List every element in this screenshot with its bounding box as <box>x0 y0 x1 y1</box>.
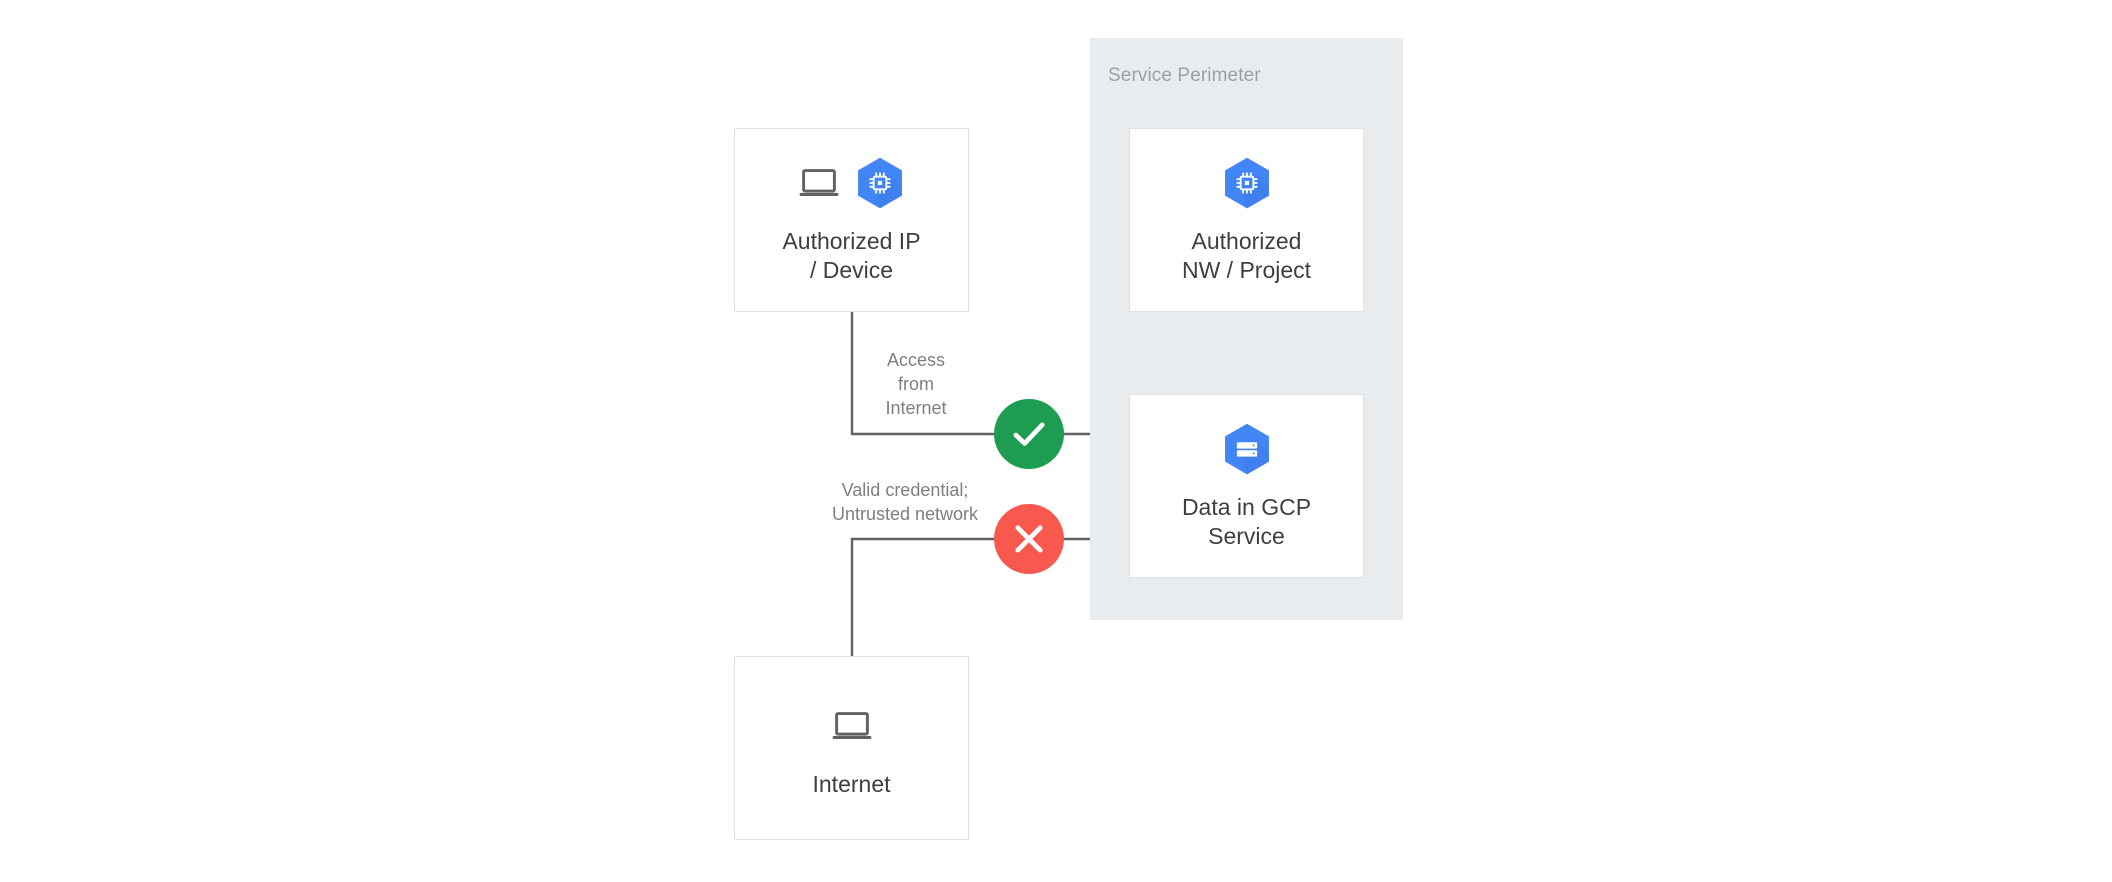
laptop-icon <box>830 704 874 748</box>
node-icon-group <box>1220 155 1274 211</box>
node-icon-group <box>830 698 874 754</box>
node-label: Internet <box>812 770 891 797</box>
node-data-in-gcp-service[interactable]: Data in GCP Service <box>1129 394 1364 578</box>
check-icon <box>1008 413 1050 455</box>
node-label: Authorized IP / Device <box>782 228 921 283</box>
close-x-icon <box>1008 518 1050 560</box>
status-badge-allow[interactable] <box>994 399 1064 469</box>
compute-engine-hexagon-icon <box>853 156 907 210</box>
compute-engine-hexagon-icon <box>1220 156 1274 210</box>
laptop-icon <box>797 161 841 205</box>
connector-internet-to-data <box>850 537 1129 656</box>
node-icon-group <box>797 155 907 211</box>
status-badge-deny[interactable] <box>994 504 1064 574</box>
node-internet[interactable]: Internet <box>734 656 969 840</box>
service-perimeter-label: Service Perimeter <box>1108 65 1261 86</box>
node-icon-group <box>1220 421 1274 477</box>
edge-label-access-from-internet: Access from Internet <box>885 350 947 418</box>
node-authorized-nw-project[interactable]: Authorized NW / Project <box>1129 128 1364 312</box>
node-label: Authorized NW / Project <box>1181 228 1312 283</box>
node-authorized-ip-device[interactable]: Authorized IP / Device <box>734 128 969 312</box>
storage-hexagon-icon <box>1220 422 1274 476</box>
edge-label-valid-credential-untrusted-network: Valid credential; Untrusted network <box>831 480 979 524</box>
node-label: Data in GCP Service <box>1181 494 1312 549</box>
